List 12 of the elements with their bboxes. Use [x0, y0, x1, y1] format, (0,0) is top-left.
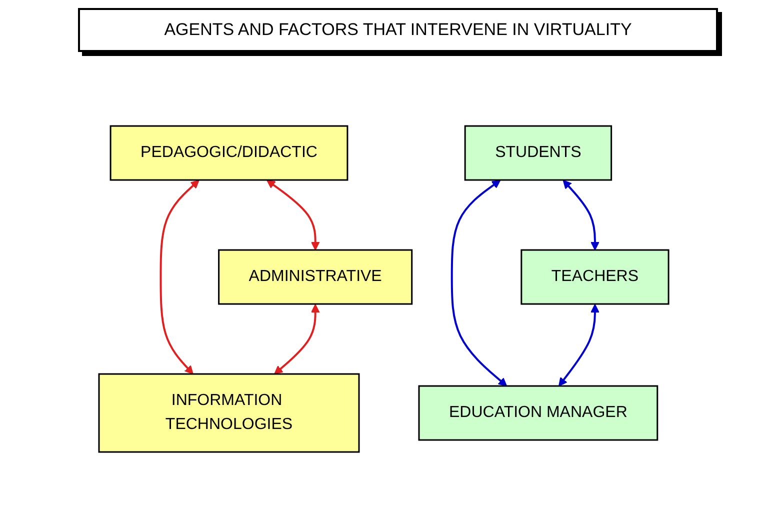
node-box: STUDENTS — [464, 125, 612, 181]
node-box: ADMINISTRATIVE — [218, 249, 412, 305]
node-box: TEACHERS — [520, 249, 670, 305]
arrow — [558, 304, 600, 386]
arrow — [266, 180, 320, 250]
arrow — [450, 180, 507, 386]
arrow — [562, 180, 600, 250]
arrow — [159, 180, 200, 374]
node-box: PEDAGOGIC/DIDACTIC — [110, 125, 348, 181]
arrow — [274, 304, 320, 374]
node-box: INFORMATION TECHNOLOGIES — [98, 373, 360, 453]
node-box: EDUCATION MANAGER — [418, 385, 658, 441]
